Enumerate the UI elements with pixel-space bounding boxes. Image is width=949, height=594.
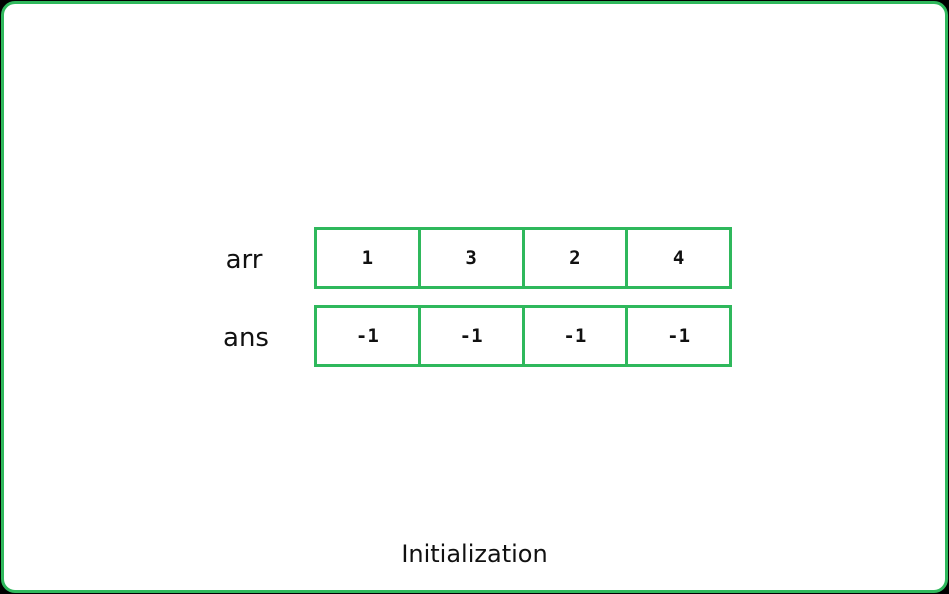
arr-cell: 1 [361, 247, 374, 269]
ans-array: -1 -1 -1 -1 [314, 305, 732, 367]
step-caption: Initialization [401, 540, 548, 568]
arr-label: arr [225, 245, 263, 275]
ans-label: ans [223, 323, 269, 353]
ans-cell: -1 [417, 308, 522, 364]
ans-cell: -1 [625, 308, 729, 364]
arr-cell: 2 [521, 230, 626, 286]
arr-cell: 4 [625, 230, 729, 286]
ans-cell: -1 [355, 325, 379, 347]
arr-array: 1 3 2 4 [314, 227, 732, 289]
ans-cell: -1 [521, 308, 626, 364]
arr-cell: 3 [417, 230, 522, 286]
